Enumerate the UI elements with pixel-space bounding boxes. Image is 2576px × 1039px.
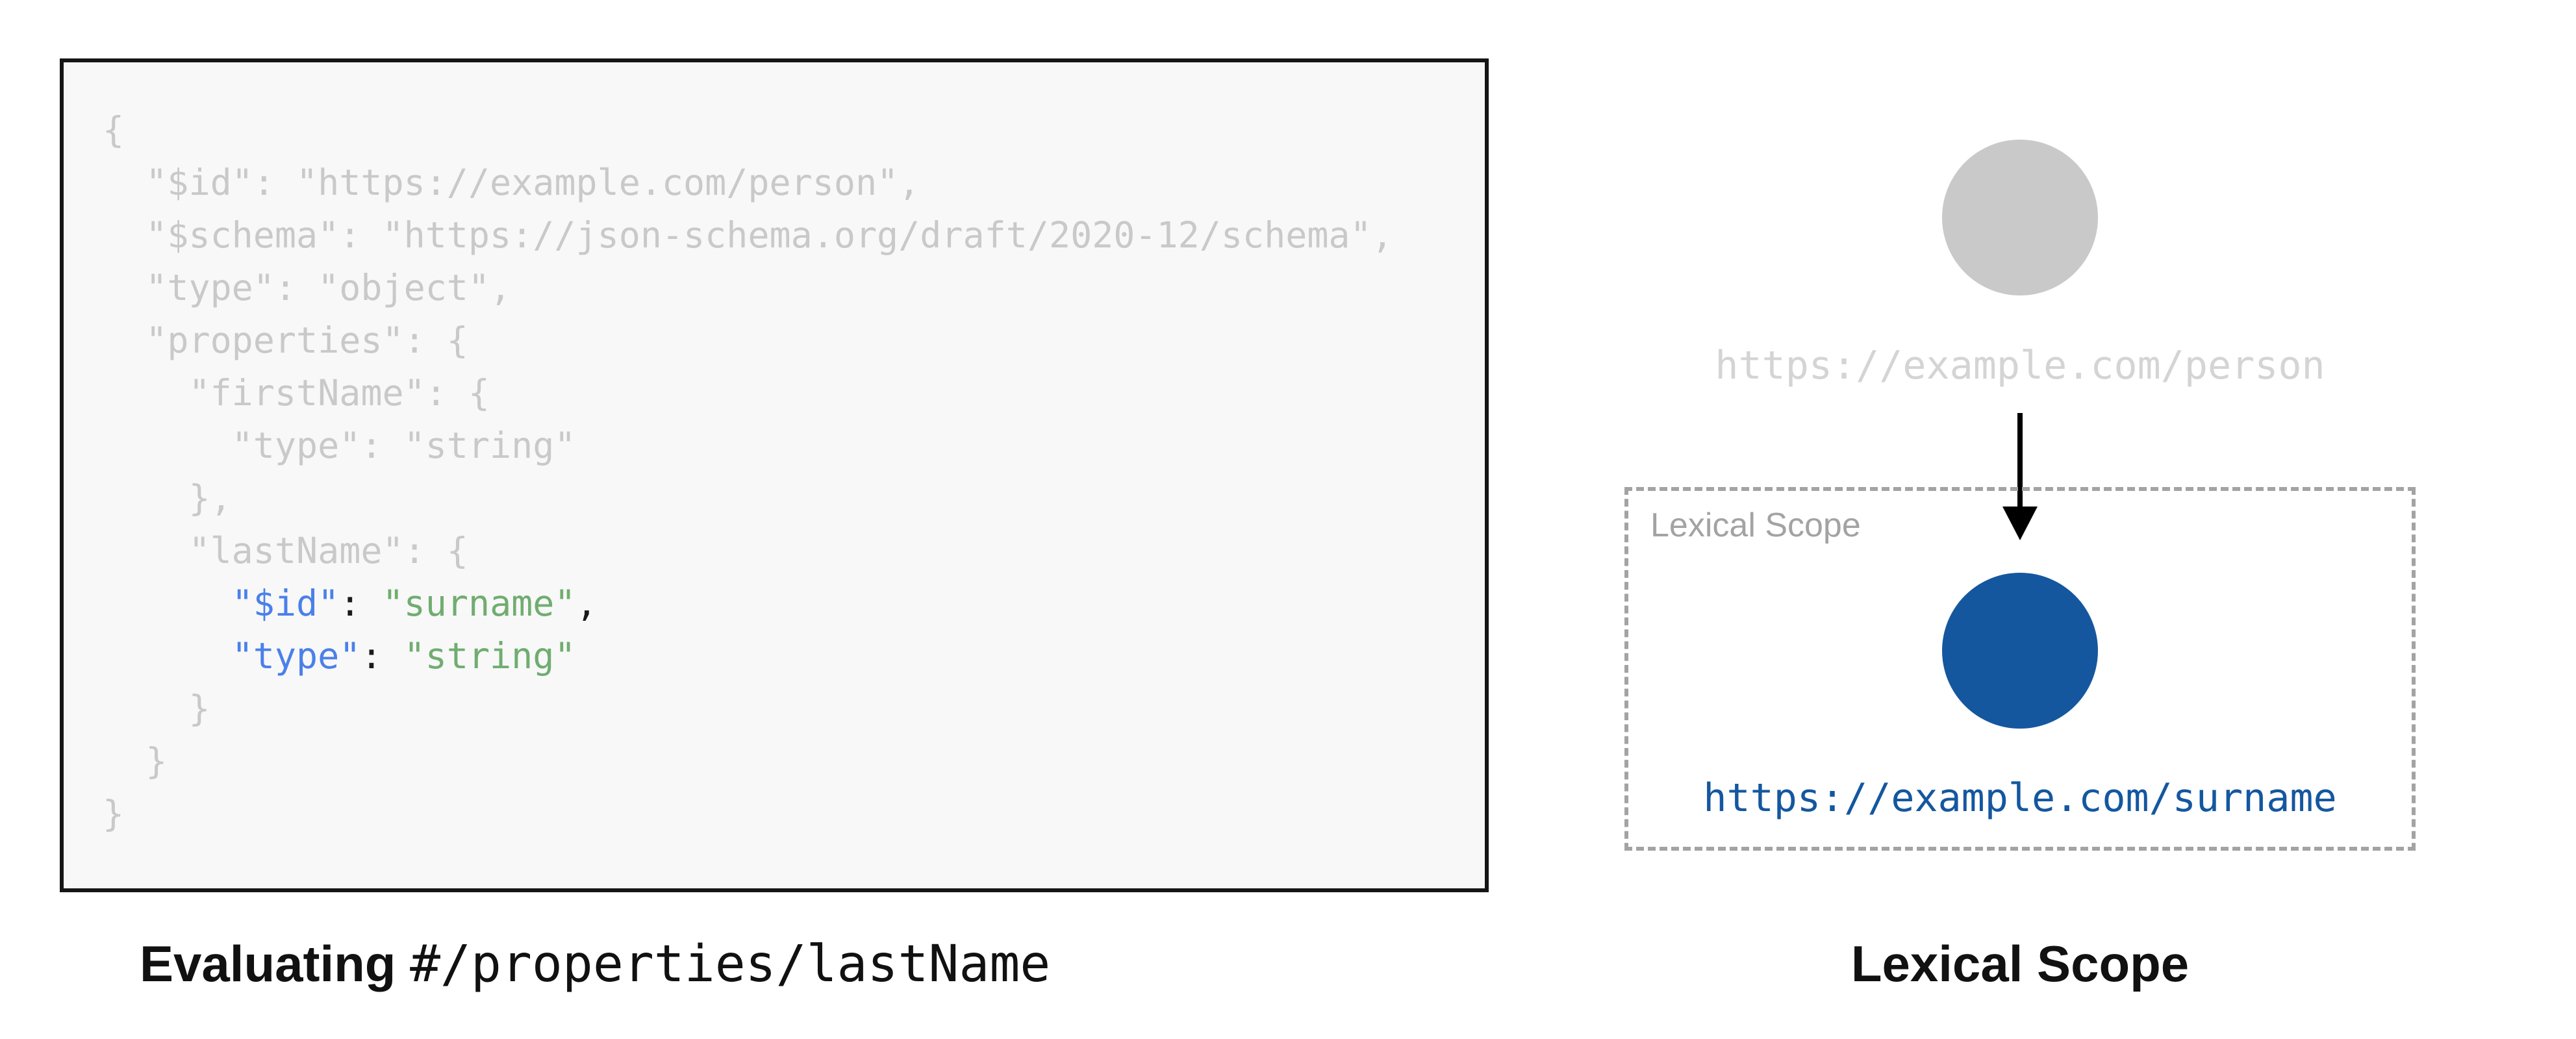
code-token-muted: { — [103, 109, 125, 151]
code-token-muted — [103, 635, 232, 677]
code-token-muted: } — [103, 688, 210, 729]
code-token-muted: "lastName": { — [103, 530, 468, 571]
code-token-muted: "$schema": "https://json-schema.org/draf… — [103, 214, 1393, 256]
code-line: "type": "string" — [103, 419, 1485, 472]
code-token-str: "string" — [403, 635, 576, 677]
left-caption-prefix: Evaluating — [140, 935, 396, 992]
right-caption: Lexical Scope — [1850, 935, 2190, 992]
left-caption: Evaluating #/properties/lastName — [140, 938, 1050, 990]
code-token-punct: : — [360, 635, 404, 677]
code-token-punct: : — [339, 582, 383, 624]
code-line: } — [103, 788, 1485, 840]
code-line: "firstName": { — [103, 367, 1485, 419]
code-token-muted: "properties": { — [103, 319, 468, 361]
code-token-key: "$id" — [231, 582, 340, 624]
code-token-muted: "type": "string" — [103, 425, 576, 466]
code-line: "type": "string" — [103, 630, 1485, 682]
code-token-muted: "firstName": { — [103, 372, 490, 414]
code-token-punct: , — [575, 582, 598, 624]
arrow-down-icon — [2002, 507, 2038, 540]
code-line: "$id": "https://example.com/person", — [103, 156, 1485, 209]
lexical-scope-box: Lexical Scope — [1624, 487, 2416, 851]
code-token-muted: } — [103, 793, 125, 834]
left-caption-json-pointer: #/properties/lastName — [410, 935, 1051, 994]
code-token-muted: "type": "object", — [103, 267, 512, 308]
code-line: "type": "object", — [103, 262, 1485, 314]
code-line: "properties": { — [103, 314, 1485, 367]
code-line: { — [103, 104, 1485, 156]
code-token-muted — [103, 582, 232, 624]
code-token-muted: } — [103, 740, 168, 782]
code-line: "$schema": "https://json-schema.org/draf… — [103, 209, 1485, 262]
child-schema-uri: https://example.com/surname — [1703, 775, 2337, 821]
schema-code: { "$id": "https://example.com/person", "… — [103, 104, 1485, 840]
child-schema-node-circle — [1942, 573, 2098, 729]
code-line: "lastName": { — [103, 525, 1485, 577]
lexical-scope-box-label: Lexical Scope — [1650, 507, 1861, 544]
schema-code-panel: { "$id": "https://example.com/person", "… — [60, 58, 1489, 892]
code-token-key: "type" — [231, 635, 361, 677]
code-line: }, — [103, 472, 1485, 525]
code-token-muted: }, — [103, 477, 232, 519]
parent-schema-node-circle — [1942, 140, 2098, 295]
code-line: } — [103, 682, 1485, 735]
caption-space — [396, 935, 410, 992]
code-token-muted: "$id": "https://example.com/person", — [103, 162, 920, 203]
code-line: } — [103, 735, 1485, 788]
code-line: "$id": "surname", — [103, 577, 1485, 630]
arrow-line — [2017, 413, 2023, 510]
code-token-str: "surname" — [382, 582, 576, 624]
parent-schema-uri: https://example.com/person — [1715, 343, 2325, 388]
